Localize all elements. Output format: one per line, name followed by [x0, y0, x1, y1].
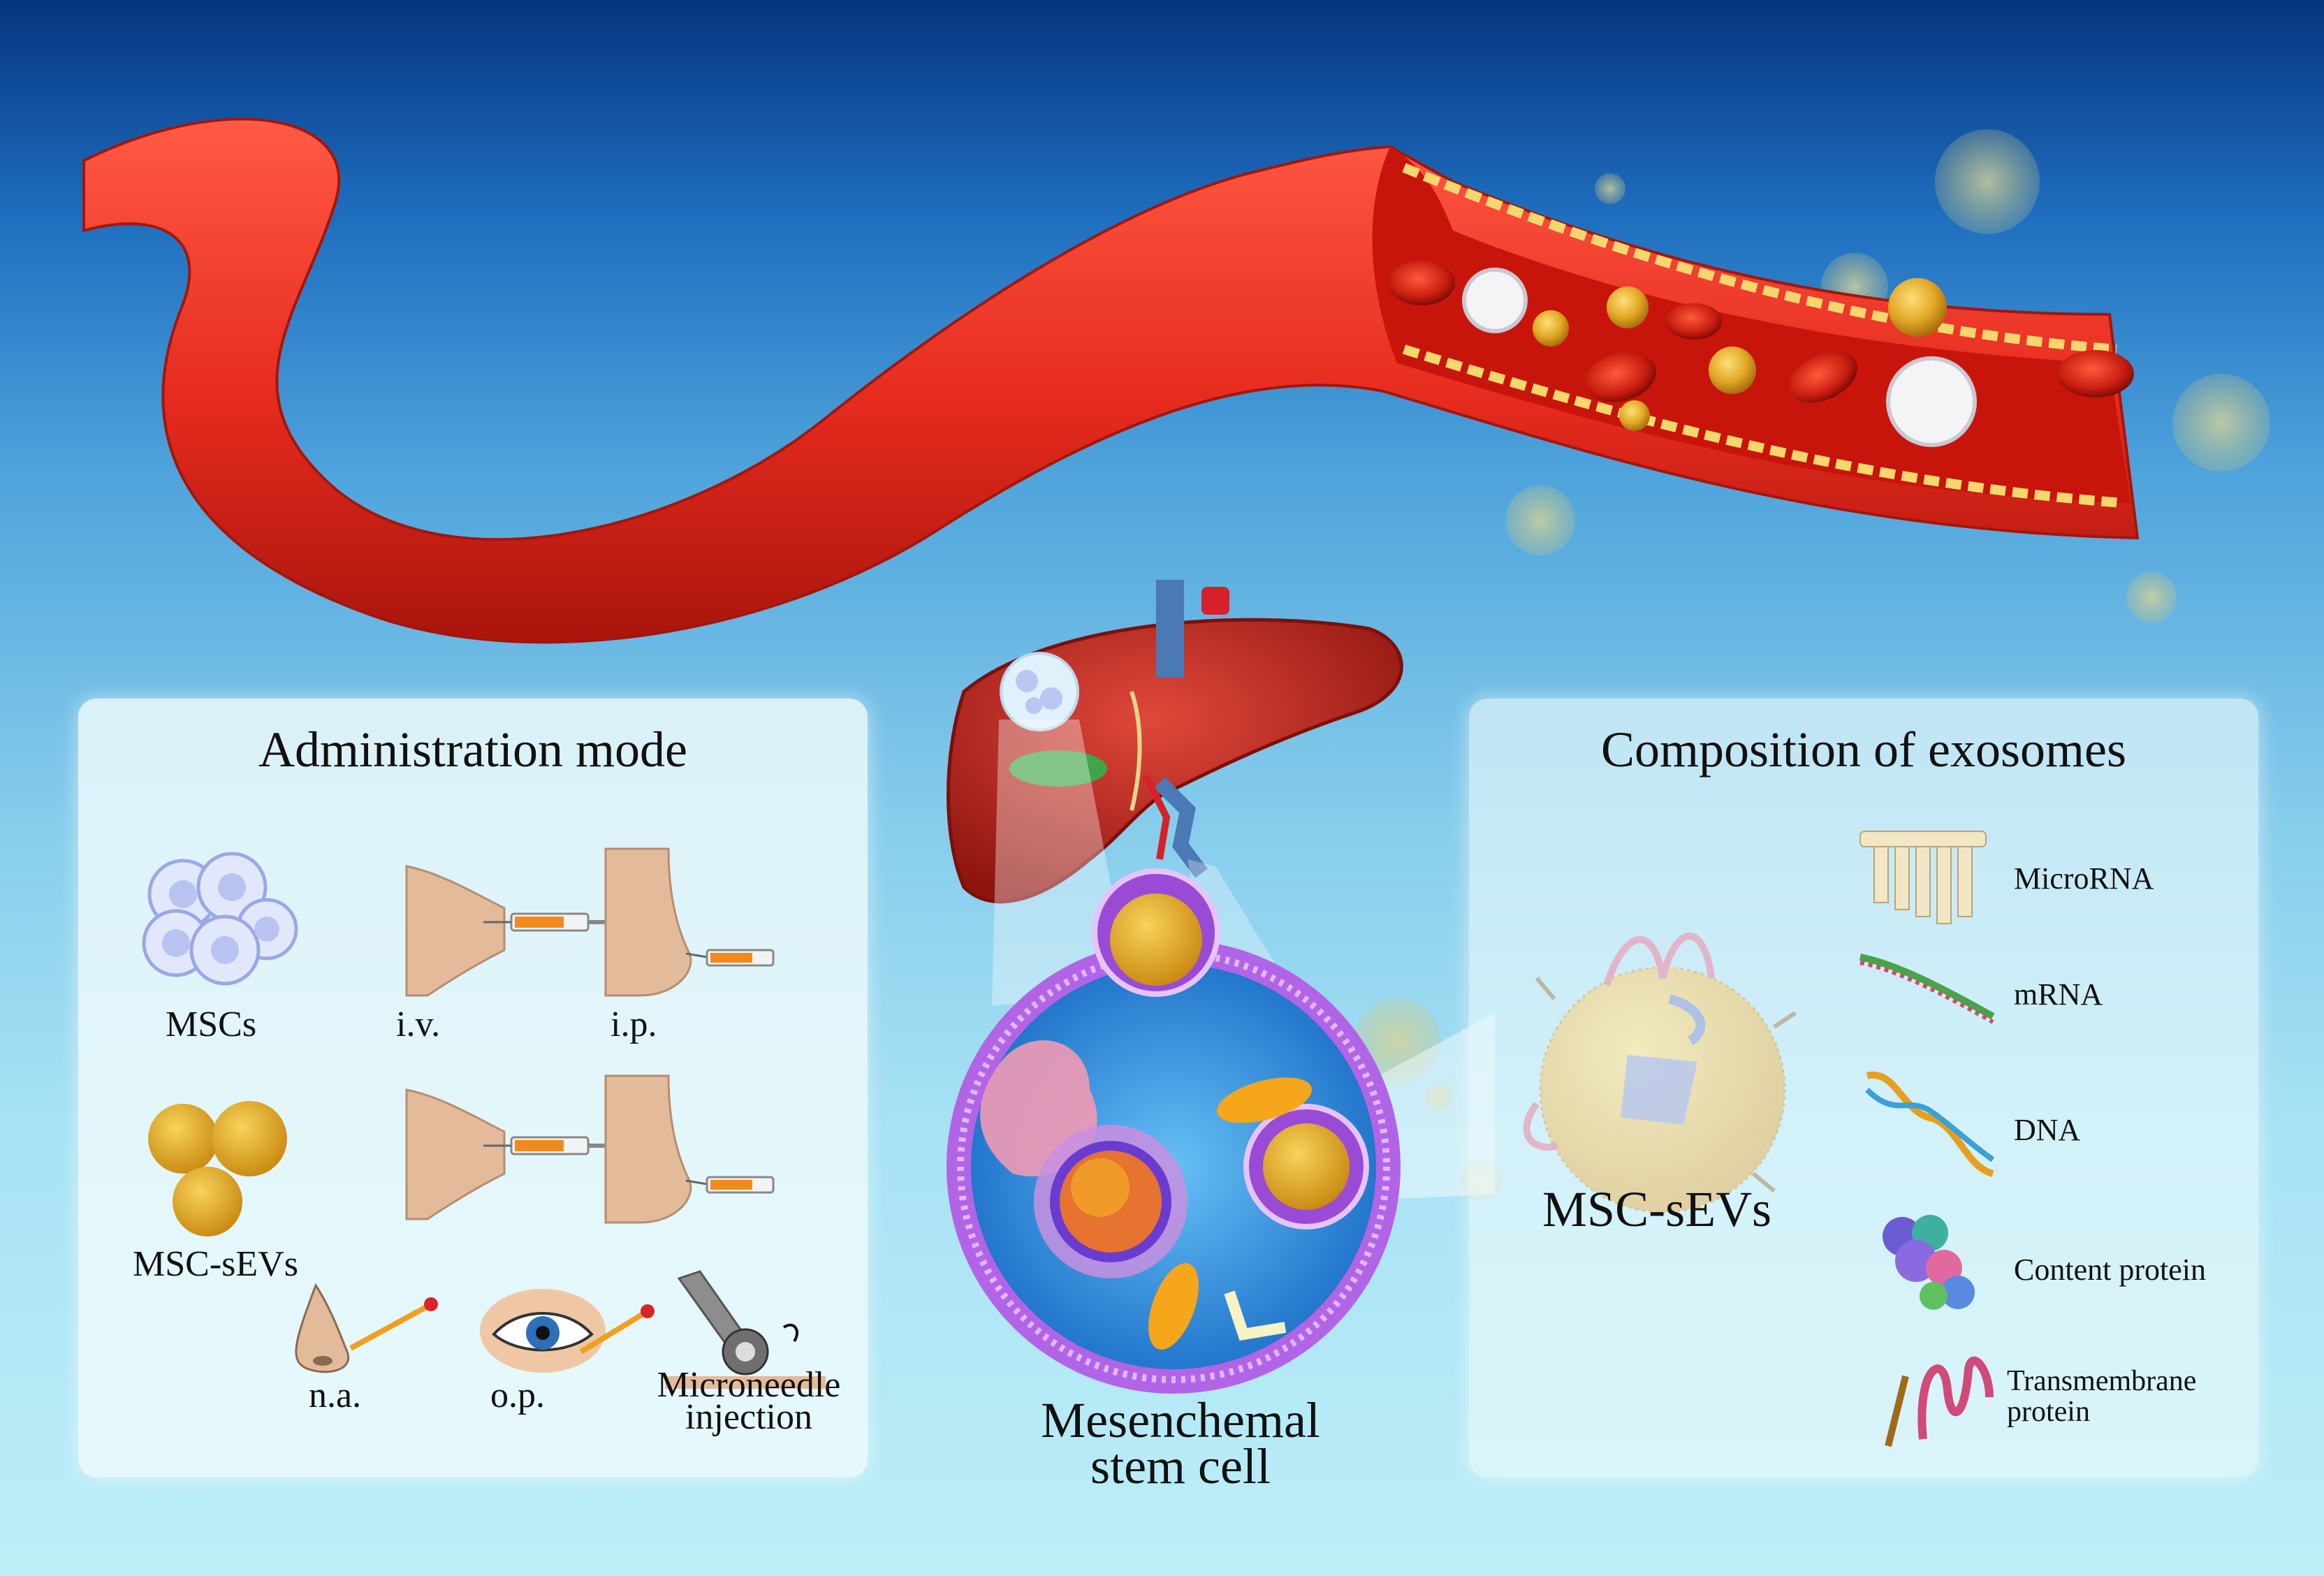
liver: [947, 580, 1403, 1006]
transmembrane-protein-line1: Transmembrane: [2007, 1365, 2197, 1397]
microrna-icon: [1859, 831, 1987, 924]
microneedle-label-line2: injection: [685, 1397, 812, 1437]
mesenchymal-stem-cell-label: Mesenchemal stem cell: [901, 1392, 1460, 1494]
nose-icon: [295, 1283, 438, 1373]
content-protein-label: Content protein: [2014, 1253, 2206, 1287]
microneedle-label-line1: Microneedle: [657, 1365, 841, 1405]
mscs-cluster-icon: [142, 852, 298, 986]
microneedle-roller-icon: [665, 1270, 826, 1389]
mscs-label: MSCs: [166, 1005, 257, 1044]
mrna-label: mRNA: [2014, 977, 2103, 1012]
ip-label: i.p.: [611, 1005, 657, 1044]
msc-sevs-label: MSC-sEVs: [133, 1244, 298, 1284]
composition-panel: Composition of exosomes MSC-sEVs MicroRN…: [1469, 699, 2258, 1478]
dna-label: DNA: [2014, 1113, 2081, 1147]
eye-icon: [480, 1289, 655, 1373]
stem-cell: [947, 868, 1401, 1394]
ip-abdomen-icon: [604, 847, 775, 997]
dna-icon: [1865, 1071, 1995, 1177]
na-label: n.a.: [309, 1376, 362, 1415]
iv-arm-icon-sev: [405, 1088, 609, 1220]
composition-title: Composition of exosomes: [1601, 722, 2126, 778]
msc-sevs-vesicle-label: MSC-sEVs: [1542, 1181, 1772, 1237]
iv-arm-icon: [405, 865, 609, 997]
op-label: o.p.: [490, 1376, 545, 1415]
transmembrane-protein-label: Transmembrane protein: [2007, 1366, 2196, 1427]
blood-vessel: [82, 117, 2140, 644]
mesenchymal-stem-cell-line1: Mesenchemal: [1041, 1392, 1320, 1448]
iv-label: i.v.: [396, 1005, 441, 1044]
transmembrane-protein-line2: protein: [2007, 1396, 2090, 1428]
msc-sevs-cluster-icon: [148, 1101, 287, 1236]
transmembrane-protein-icon: [1885, 1356, 1994, 1447]
microrna-label: MicroRNA: [2014, 861, 2154, 896]
administration-mode-title: Administration mode: [258, 722, 687, 778]
microneedle-label: Microneedle injection: [644, 1365, 854, 1437]
ip-abdomen-icon-sev: [604, 1074, 775, 1224]
mrna-icon: [1859, 954, 1995, 1024]
content-protein-icon: [1883, 1215, 1975, 1310]
administration-mode-panel: Administration mode MSCs i.v. i.p. MSC-s…: [78, 699, 868, 1478]
mesenchymal-stem-cell-line2: stem cell: [1090, 1438, 1271, 1494]
